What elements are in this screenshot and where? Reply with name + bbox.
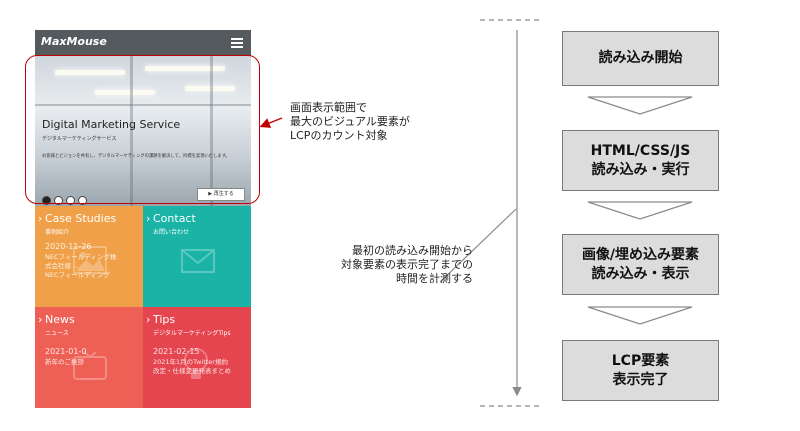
lcp-note: 画面表示範囲で 最大のビジュアル要素が LCPのカウント対象 [290,101,410,143]
building-pillar [210,56,213,206]
play-button[interactable]: ▶ 再生する [197,188,245,201]
chevron-right-icon: › [38,212,43,225]
bulb-icon [184,348,208,379]
tile-subtitle: 事例紹介 [45,229,70,236]
down-arrow-icon [587,306,693,325]
down-arrow-icon [587,201,693,220]
tile-subtitle: お問い合わせ [153,229,190,236]
flow-step-text: HTML/CSS/JS [590,142,691,159]
down-arrow-icon [587,96,693,115]
flow-step-load-start: 読み込み開始 [562,31,719,86]
lcp-highlight-outline [25,55,260,204]
flow-step-text: 読み込み・表示 [591,265,690,282]
tile-date: 2021-02-15 [153,347,200,356]
tile-title: Tips [153,313,176,326]
tile-date: 2021-01-0 [45,347,87,356]
logo: MaxMouse [41,35,107,48]
building-beam [35,104,251,106]
tile-news-text: 2021年1月のTwitter規約 改定・仕様変更発表まとめ [153,358,231,375]
tile-contact[interactable]: › Contact お問い合わせ [143,206,251,307]
tile-title: Contact [153,212,196,225]
chevron-right-icon: › [146,313,151,326]
measure-note: 最初の読み込み開始から 対象要素の表示完了までの 時間を計測する [290,244,473,286]
ceiling-light [185,86,235,91]
tile-news-text: NECフィールディング株 式会社様 ... NECフィールディング [45,253,117,279]
hero-title: Digital Marketing Service [42,118,181,131]
ceiling-light [55,70,125,75]
flow-step-text: 画像/埋め込み要素 [581,246,700,263]
hamburger-menu-icon[interactable] [231,38,243,48]
hero-subtitle: デジタルマーケティングサービス [42,136,117,142]
phone-header: MaxMouse [35,30,251,56]
tile-case-studies[interactable]: › Case Studies 事例紹介 2020-11-26 NECフィールディ… [35,206,143,307]
flow-step-html-css-js: HTML/CSS/JS 読み込み・実行 [562,130,719,191]
ceiling-light [145,66,225,71]
carousel-dot[interactable] [66,196,75,205]
flow-step-text: LCP要素 [611,352,670,369]
tile-title: News [45,313,75,326]
measure-note-line: 対象要素の表示完了までの [341,258,473,271]
image-icon [73,246,107,274]
chevron-right-icon: › [146,212,151,225]
flow-step-text: 読み込み開始 [598,50,683,66]
carousel-dots [42,190,90,206]
flow-step-lcp-complete: LCP要素 表示完了 [562,340,719,401]
tile-date: 2020-11-26 [45,242,92,251]
flow-step-text: 表示完了 [612,371,669,388]
lcp-note-line: 最大のビジュアル要素が [290,115,410,128]
lcp-pointer-arrow [259,117,283,128]
hero-description: お客様とビジョンを共有し、デジタルマーケティングの課題を解決して、目標を実現いた… [42,154,230,159]
measure-note-line: 最初の読み込み開始から [352,244,473,257]
carousel-dot[interactable] [78,196,87,205]
building-pillar [130,56,133,206]
tv-icon [73,351,107,380]
flow-step-text: 読み込み・実行 [591,161,690,178]
tile-news[interactable]: › News ニュース 2021-01-0 新年のご挨拶 [35,307,143,408]
lcp-note-line: 画面表示範囲で [290,101,367,114]
flow-step-images: 画像/埋め込み要素 読み込み・表示 [562,234,719,295]
tile-news-text: 新年のご挨拶 [45,358,84,366]
tile-subtitle: ニュース [45,330,69,337]
measure-pointer-line [439,208,517,283]
tile-tips[interactable]: › Tips デジタルマーケティングTips 2021-02-15 2021年1… [143,307,251,408]
ceiling-light [95,90,155,95]
measure-note-line: 時間を計測する [396,272,473,285]
carousel-dot[interactable] [42,196,51,205]
tile-subtitle: デジタルマーケティングTips [153,330,231,337]
mail-icon [181,249,215,273]
tile-title: Case Studies [45,212,117,225]
carousel-dot[interactable] [54,196,63,205]
lcp-note-line: LCPのカウント対象 [290,129,388,142]
chevron-right-icon: › [38,313,43,326]
hero-banner: Digital Marketing Service デジタルマーケティングサービ… [35,56,251,206]
phone-mockup: MaxMouse Digital Marketing Service デジタルマ… [35,30,251,408]
